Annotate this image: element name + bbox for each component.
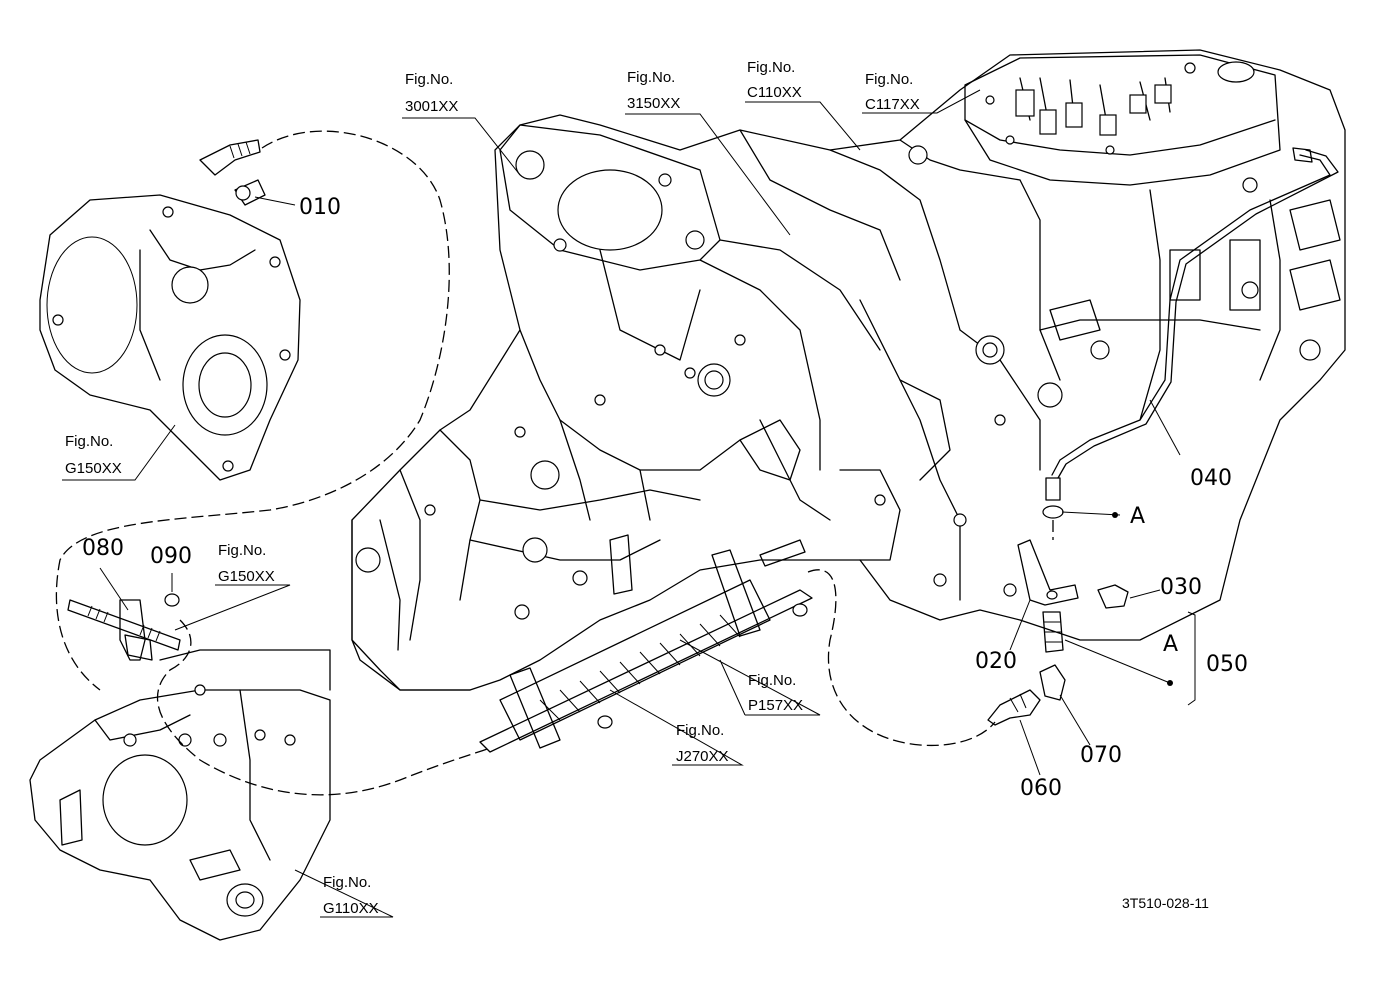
fig-ref-code: C117XX (865, 96, 920, 113)
engine-block-drawing (351, 49, 1346, 691)
fig-label: Fig.No. (65, 433, 113, 450)
fig-ref-code: G150XX (218, 568, 275, 585)
fig-ref-g110: Fig.No. G110XX (323, 874, 379, 917)
fig-ref-3150: Fig.No. 3150XX (627, 69, 680, 112)
part-number-060: 060 (1020, 776, 1062, 801)
fig-ref-code: P157XX (748, 697, 803, 714)
fig-ref-j270: Fig.No. J270XX (676, 722, 729, 765)
fig-ref-code: 3150XX (627, 95, 680, 112)
fig-ref-code: G150XX (65, 460, 122, 477)
fig-ref-p157: Fig.No. P157XX (748, 672, 803, 714)
fig-label: Fig.No. (747, 59, 795, 76)
part-number-050: 050 (1206, 652, 1248, 677)
part-number-040: 040 (1190, 466, 1232, 491)
fig-label: Fig.No. (748, 672, 796, 689)
fig-ref-code: C110XX (747, 84, 802, 101)
part-number-090: 090 (150, 544, 192, 569)
fig-ref-code: 3001XX (405, 98, 458, 115)
marker-a-group: A (1163, 632, 1178, 657)
part-number-020: 020 (975, 649, 1017, 674)
fig-label: Fig.No. (405, 71, 453, 88)
fig-ref-c110: Fig.No. C110XX (747, 59, 802, 101)
marker-a-point: A (1130, 504, 1145, 529)
cable-assembly-j270 (479, 534, 813, 753)
part-number-080: 080 (82, 536, 124, 561)
clamp-part-080 (67, 593, 181, 661)
drawing-code: 3T510-028-11 (1122, 895, 1209, 911)
fig-label: Fig.No. (323, 874, 371, 891)
fig-ref-g150-top: Fig.No. G150XX (65, 433, 122, 477)
fig-ref-3001: Fig.No. 3001XX (405, 71, 458, 115)
fig-ref-c117: Fig.No. C117XX (865, 71, 920, 113)
fig-ref-code: G110XX (323, 900, 379, 917)
dashed-routing-lines (55, 130, 1054, 796)
part-number-010: 010 (299, 195, 341, 220)
pump-housing-drawing (39, 139, 301, 481)
part-number-070: 070 (1080, 743, 1122, 768)
front-axle-drawing (29, 649, 331, 941)
fittings-050-060-070 (987, 477, 1129, 726)
leader-lines (62, 89, 1196, 918)
pipe-040 (1051, 147, 1339, 479)
fig-ref-code: J270XX (676, 748, 729, 765)
fig-label: Fig.No. (676, 722, 724, 739)
part-number-030: 030 (1160, 575, 1202, 600)
fig-label: Fig.No. (218, 542, 266, 559)
fig-label: Fig.No. (865, 71, 913, 88)
fig-ref-g150-mid: Fig.No. G150XX (218, 542, 275, 585)
fig-label: Fig.No. (627, 69, 675, 86)
